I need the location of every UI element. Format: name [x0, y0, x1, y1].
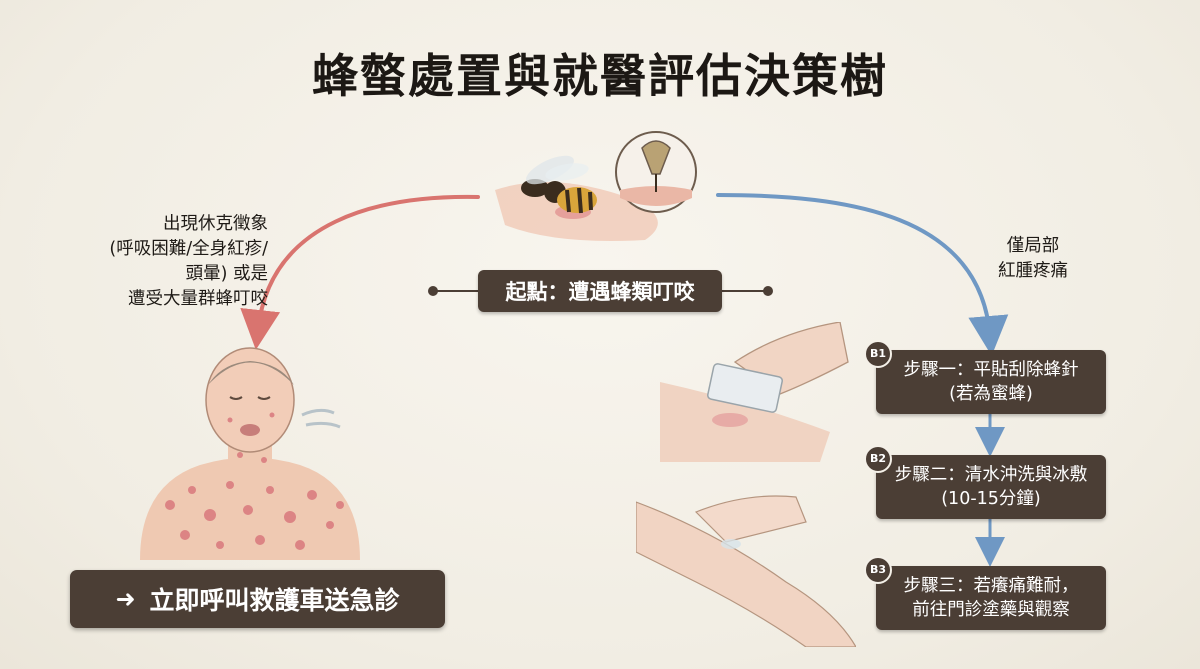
step-b2-box: B2 步驟二：清水沖洗與冰敷 (10-15分鐘) — [864, 445, 1106, 519]
step-badge: B2 — [864, 445, 892, 473]
stinger-closeup-illustration — [615, 131, 697, 213]
start-label: 起點：遭遇蜂類叮咬 — [505, 280, 695, 304]
step-line2: (若為蜜蜂) — [949, 384, 1033, 404]
emergency-condition: 出現休克徵象 (呼吸困難/全身紅疹/ 頭暈) 或是 遭受大量群蜂叮咬 — [72, 212, 268, 312]
step-b1-box: B1 步驟一：平貼刮除蜂針 (若為蜜蜂) — [864, 340, 1106, 414]
emergency-condition-line: 遭受大量群蜂叮咬 — [128, 289, 268, 309]
step-b3-box: B3 步驟三：若癢痛難耐， 前往門診塗藥與觀察 — [864, 556, 1106, 630]
emergency-branch-arrow — [240, 194, 480, 350]
emergency-condition-line: (呼吸困難/全身紅疹/ — [109, 239, 268, 259]
start-connector-dot-right — [763, 286, 773, 296]
local-condition: 僅局部 紅腫疼痛 — [968, 234, 1098, 284]
emergency-action-label: 立即呼叫救護車送急診 — [149, 586, 400, 615]
step-line1: 步驟三：若癢痛難耐， — [903, 576, 1079, 596]
local-branch-arrow — [716, 193, 1009, 356]
local-condition-line: 紅腫疼痛 — [998, 261, 1068, 281]
step-badge: B1 — [864, 340, 892, 368]
page-title: 蜂螫處置與就醫評估決策樹 — [312, 49, 888, 103]
local-condition-line: 僅局部 — [1006, 236, 1060, 256]
scrape-stinger-illustration — [660, 322, 849, 462]
arrow-right-icon: ➜ — [115, 585, 136, 613]
emergency-condition-line: 出現休克徵象 — [163, 214, 268, 234]
start-node: 起點：遭遇蜂類叮咬 — [478, 270, 722, 312]
bee-sting-illustration — [495, 155, 658, 241]
step-line1: 步驟一：平貼刮除蜂針 — [903, 360, 1079, 380]
anaphylaxis-person-illustration — [140, 347, 360, 560]
step-line2: (10-15分鐘) — [941, 489, 1041, 509]
wash-arm-illustration — [636, 495, 856, 647]
start-connector-dot-left — [428, 286, 438, 296]
emergency-condition-line: 頭暈) 或是 — [185, 264, 268, 284]
step-badge: B3 — [864, 556, 892, 584]
emergency-action-box: ➜ 立即呼叫救護車送急診 — [70, 570, 445, 628]
step-line2: 前往門診塗藥與觀察 — [912, 600, 1070, 620]
step-line1: 步驟二：清水沖洗與冰敷 — [894, 465, 1088, 485]
